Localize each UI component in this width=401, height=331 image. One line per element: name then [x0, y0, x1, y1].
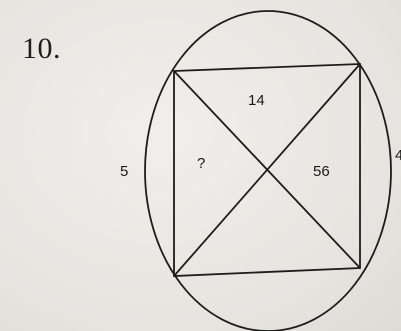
label-right-segment: 4 [395, 147, 401, 164]
question-number: 10. [22, 32, 61, 65]
label-left-triangle: ? [197, 155, 205, 172]
outer-ellipse [144, 10, 392, 331]
label-top-triangle: 14 [248, 92, 265, 109]
label-left-segment: 5 [120, 163, 128, 180]
diagonal-top-right-to-bottom-left [173, 63, 361, 277]
label-right-triangle: 56 [313, 163, 330, 180]
